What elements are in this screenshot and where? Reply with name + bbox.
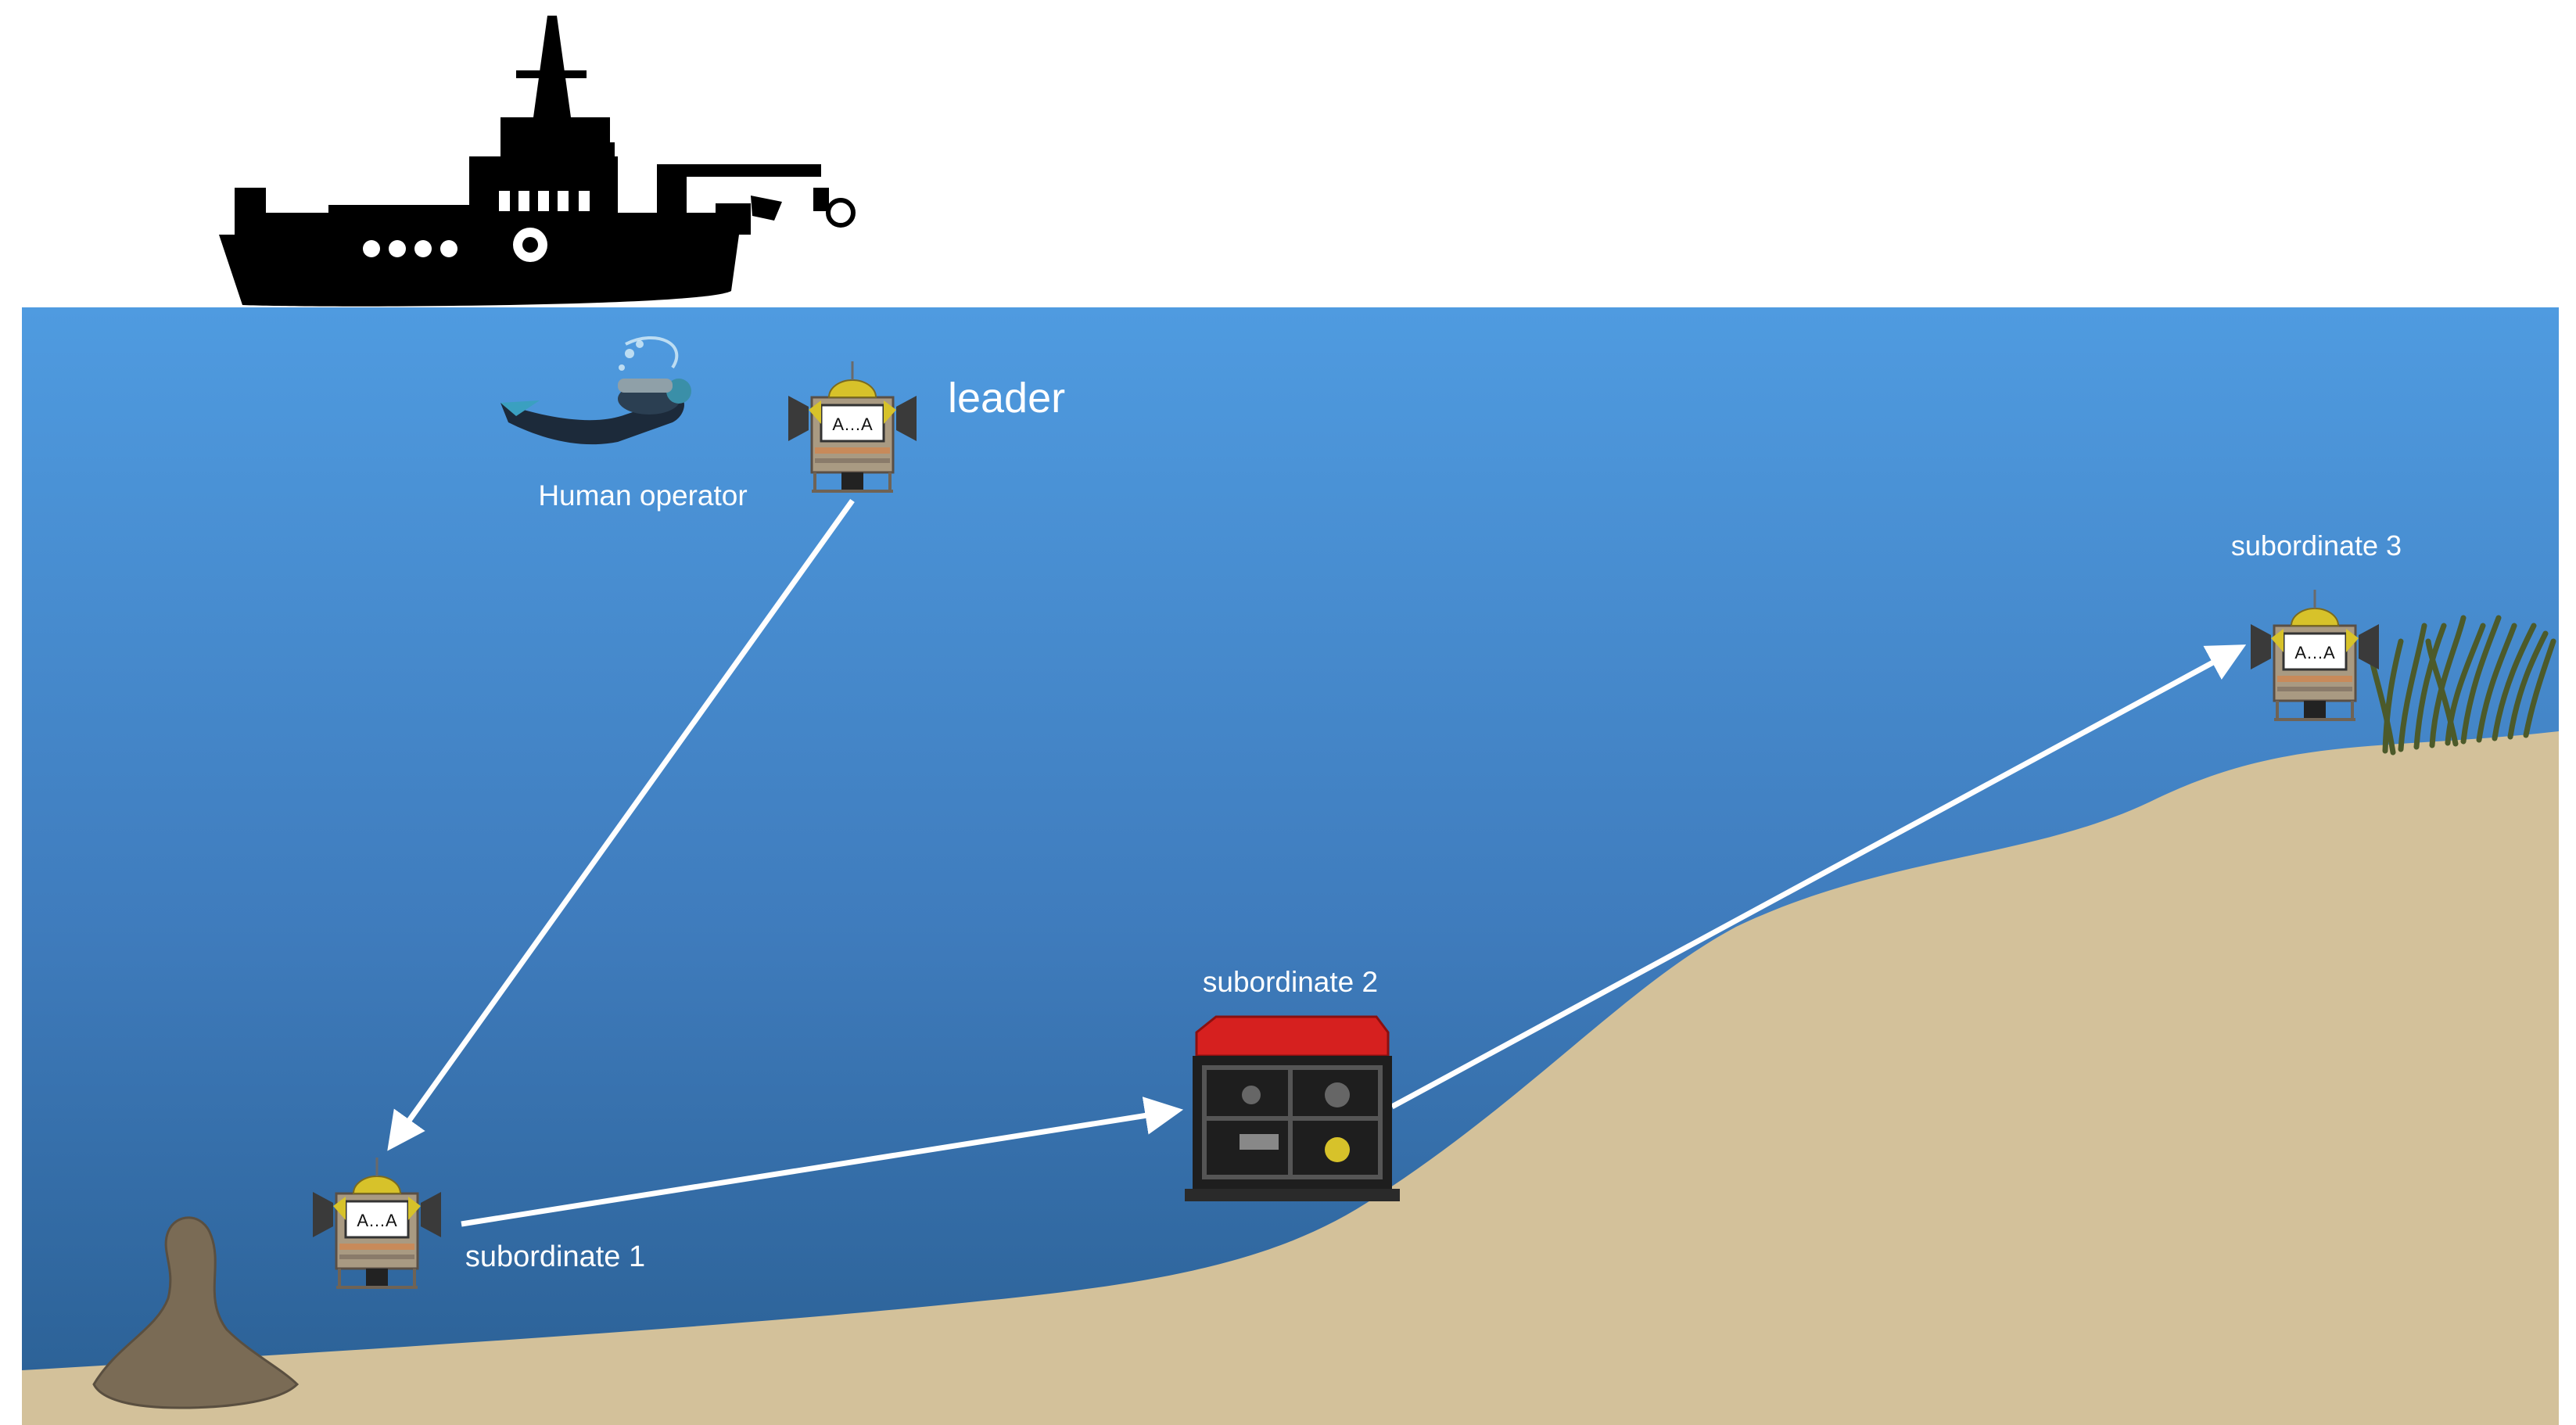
- ship-icon: [219, 16, 856, 307]
- rov-screen-text: A…A: [832, 415, 873, 434]
- seabed: [22, 731, 2559, 1425]
- label-human-operator: Human operator: [538, 479, 747, 511]
- rov-icon: A…A: [311, 1156, 443, 1289]
- rov-screen-text: A…A: [2294, 643, 2335, 662]
- rock-icon: [92, 1216, 300, 1409]
- relation-arrows: [387, 498, 2247, 1227]
- label-leader: leader: [948, 375, 1065, 422]
- rov-icon: A…A: [2249, 588, 2380, 721]
- label-subordinate-2: subordinate 2: [1203, 966, 1378, 998]
- label-subordinate-1: subordinate 1: [465, 1240, 645, 1273]
- red-rov-icon: [1185, 1015, 1400, 1201]
- arrow-leader-to-subordinate-1: [387, 498, 855, 1151]
- arrow-subordinate-1-to-subordinate-2: [461, 1097, 1184, 1227]
- arrow-subordinate-2-to-subordinate-3: [1390, 644, 2247, 1110]
- rov-icon: A…A: [787, 360, 918, 493]
- diver-icon: [500, 336, 691, 445]
- rov-screen-text: A…A: [357, 1211, 397, 1230]
- label-subordinate-3: subordinate 3: [2231, 529, 2402, 562]
